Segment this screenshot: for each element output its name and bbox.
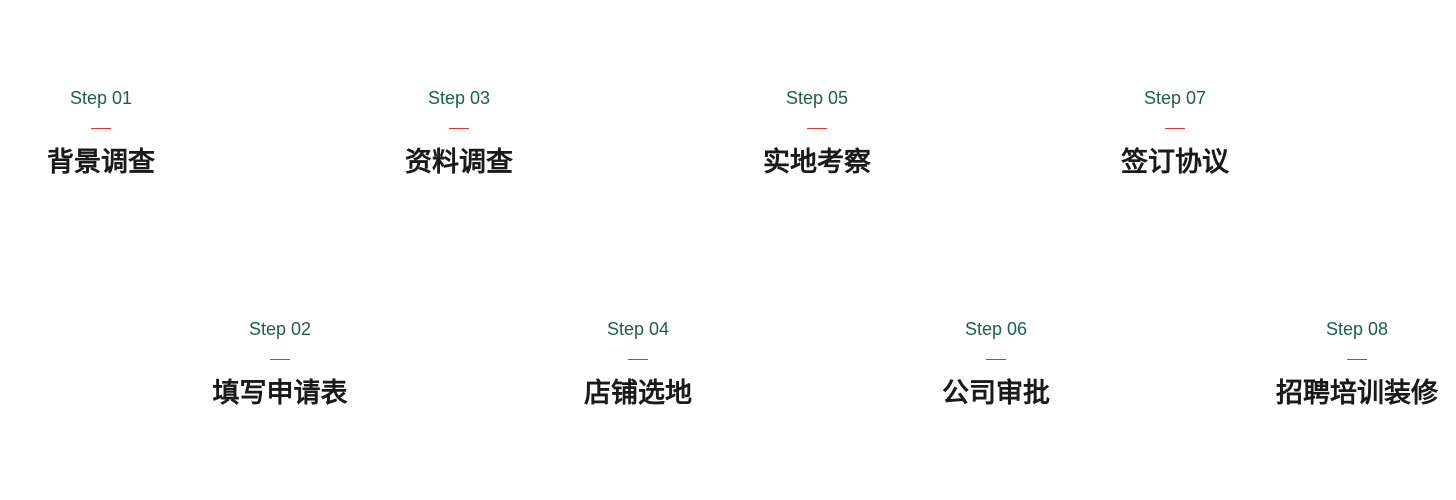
step-title: 填写申请表 [212,378,348,409]
step-number: Step 05 [785,88,849,108]
step-number: Step 04 [606,319,670,339]
step-title: 公司审批 [942,378,1050,409]
step-title: 资料调查 [405,147,513,178]
step-8: Step 08 招聘培训装修 [1237,318,1456,412]
step-number: Step 08 [1325,319,1389,339]
step-title: 签订协议 [1121,147,1229,178]
step-7: Step 07 签订协议 [1055,87,1295,181]
step-number: Step 02 [248,319,312,339]
divider [628,359,648,360]
step-1: Step 01 背景调查 [0,87,221,181]
step-number: Step 03 [427,88,491,108]
divider [986,359,1006,360]
divider [807,128,827,129]
step-number: Step 01 [69,88,133,108]
divider [1347,359,1367,360]
step-number: Step 07 [1143,88,1207,108]
step-4: Step 04 店铺选地 [518,318,758,412]
step-title: 店铺选地 [584,378,692,409]
divider [449,128,469,129]
step-3: Step 03 资料调查 [339,87,579,181]
step-title: 背景调查 [47,147,155,178]
divider [1165,128,1185,129]
divider [270,359,290,360]
divider [91,128,111,129]
step-title: 实地考察 [763,147,871,178]
step-title: 招聘培训装修 [1276,378,1438,409]
step-5: Step 05 实地考察 [697,87,937,181]
step-2: Step 02 填写申请表 [160,318,400,412]
step-6: Step 06 公司审批 [876,318,1116,412]
step-number: Step 06 [964,319,1028,339]
